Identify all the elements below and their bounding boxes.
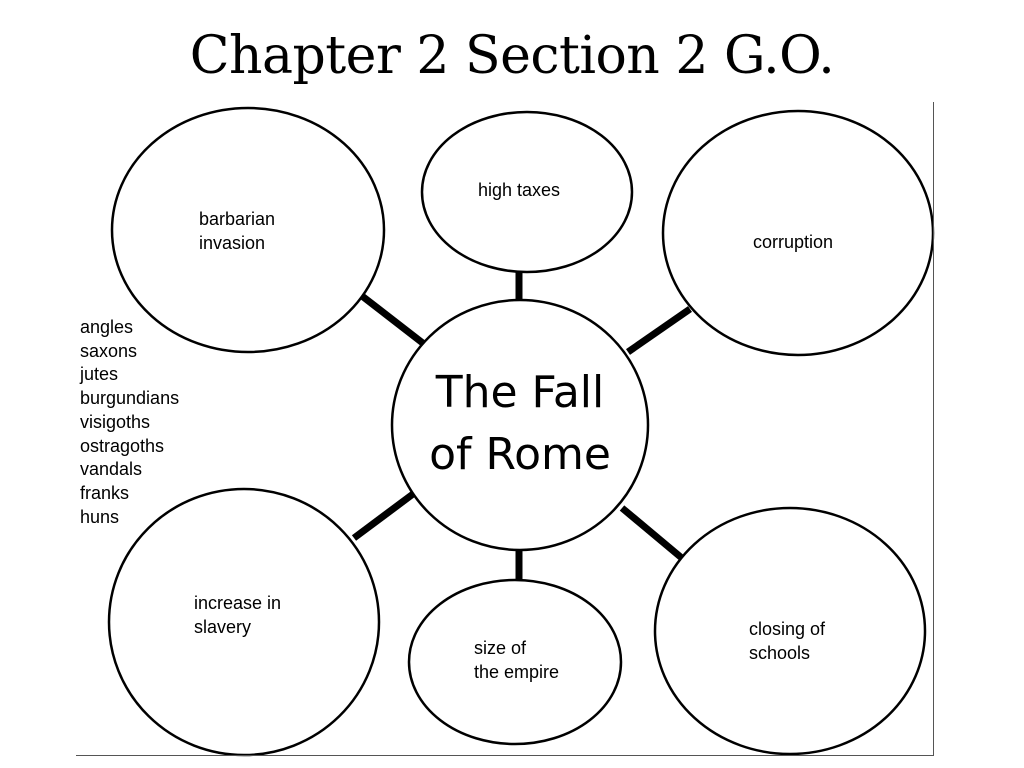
- connector-closing-of-schools: [619, 505, 686, 562]
- circle-fall-of-rome: [390, 298, 650, 552]
- tribe-item: vandals: [80, 459, 143, 480]
- tribe-item: angles: [80, 317, 134, 337]
- tribe-item: jutes: [80, 364, 119, 385]
- tribe-item: visigoths: [80, 411, 151, 432]
- tribe-item: franks: [80, 482, 130, 503]
- connector-barbarian-invasion: [359, 293, 427, 347]
- frame-border-bottom: [76, 755, 934, 756]
- node-label-corruption: corruption: [753, 232, 834, 252]
- tribe-item: burgundians: [80, 388, 180, 409]
- node-label-closing-of-schools: closing of schools: [749, 619, 826, 663]
- connector-corruption: [626, 306, 692, 355]
- circle-closing-of-schools: [653, 506, 927, 756]
- tribe-list: angles saxons jutes burgundians visigoth…: [80, 316, 179, 529]
- node-label-high-taxes: high taxes: [478, 180, 561, 200]
- tribe-item: saxons: [80, 340, 138, 361]
- tribe-item: huns: [80, 506, 120, 527]
- circle-size-of-the-empire: [407, 578, 623, 746]
- node-label-size-of-the-empire: size of the empire: [474, 638, 560, 682]
- frame-border-right: [933, 102, 934, 756]
- center-label: The Fall of Rome: [429, 367, 611, 480]
- circle-barbarian-invasion: [110, 106, 386, 354]
- node-label-barbarian-invasion: barbarian invasion: [199, 209, 276, 253]
- page-title: Chapter 2 Section 2 G.O.: [189, 26, 835, 86]
- tribe-item: ostragoths: [80, 435, 165, 456]
- node-label-increase-in-slavery: increase in slavery: [194, 593, 282, 637]
- connector-increase-in-slavery: [351, 491, 416, 541]
- circle-high-taxes: [420, 110, 634, 274]
